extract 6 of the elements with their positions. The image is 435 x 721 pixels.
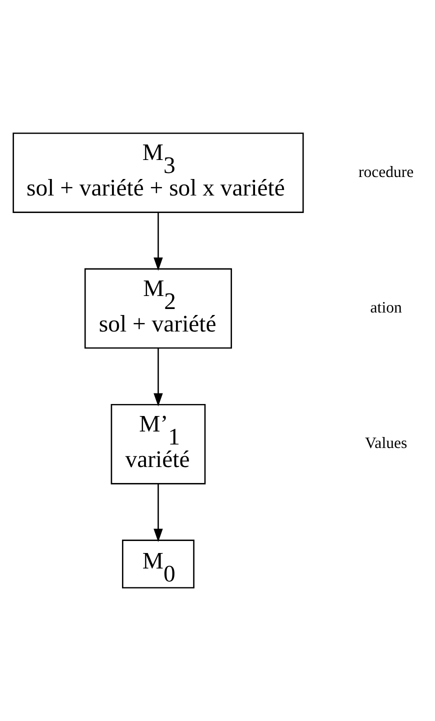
arrow [154, 212, 163, 271]
label: rocedure [358, 164, 414, 181]
label: ation [370, 300, 402, 317]
arrow [154, 348, 163, 406]
arrow [154, 484, 163, 542]
label: Values [365, 435, 408, 452]
